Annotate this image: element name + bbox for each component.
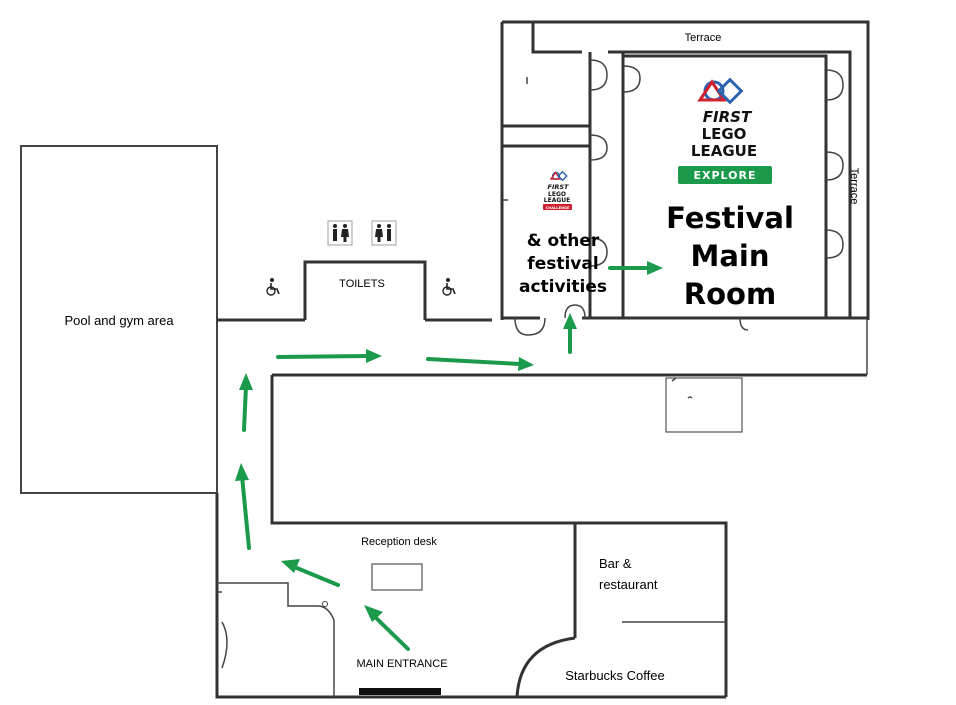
reception-label: Reception desk [361, 536, 437, 548]
explore-badge-label: EXPLORE [693, 169, 756, 182]
corridor-walls [215, 260, 868, 699]
first-lego-league-challenge-logo: FIRST LEGO LEAGUE CHALLENGE [543, 170, 572, 210]
male-toilet-icon [327, 220, 353, 246]
wheelchair-icon [266, 278, 280, 296]
arrow-icon [281, 559, 340, 587]
wheelchair-icon [442, 278, 456, 296]
starbucks-label: Starbucks Coffee [565, 668, 664, 683]
pool-gym-area[interactable] [20, 145, 218, 494]
bar-label-line2: restaurant [599, 577, 658, 592]
explore-logo-league: LEAGUE [691, 142, 757, 160]
challenge-badge [543, 204, 572, 210]
arrow-icon [276, 349, 382, 363]
first-logo-mark-icon [697, 77, 744, 105]
reception-desk [371, 563, 423, 591]
arrow-icon [239, 373, 253, 432]
pool-gym-label: Pool and gym area [64, 313, 174, 328]
challenge-logo-first: FIRST [548, 183, 570, 191]
main-entrance-label: MAIN ENTRANCE [356, 658, 447, 670]
arrow-icon [364, 605, 410, 651]
festival-main-room-line3: Room [684, 277, 776, 311]
terrace-side-label: Terrace [848, 168, 860, 205]
other-activities-line2: festival [527, 254, 598, 274]
lobby-side-room [217, 582, 335, 697]
main-entrance-doorway[interactable] [359, 688, 441, 695]
arrow-icon [608, 261, 663, 275]
first-lego-league-explore-logo: FIRST LEGO LEAGUE EXPLORE [678, 77, 772, 184]
challenge-logo-league: LEAGUE [544, 197, 570, 204]
bar-label-line1: Bar & [599, 556, 632, 571]
explore-logo-lego: LEGO [702, 125, 747, 143]
first-logo-mark-small-icon [549, 170, 568, 182]
explore-badge [678, 166, 772, 184]
arrow-icon [563, 313, 577, 354]
female-toilet-icon [371, 220, 397, 246]
small-room [665, 377, 743, 433]
arrow-icon [235, 463, 251, 550]
terrace-top-label: Terrace [685, 32, 722, 44]
other-activities-line1: & other [527, 231, 600, 251]
other-activities-line3: activities [519, 277, 607, 297]
explore-logo-first: FIRST [703, 108, 753, 126]
festival-main-room-line1: Festival [666, 201, 794, 235]
festival-main-room-line2: Main [690, 239, 769, 273]
challenge-logo-lego: LEGO [548, 191, 566, 198]
route-arrows [235, 261, 663, 651]
challenge-badge-label: CHALLENGE [546, 206, 570, 210]
arrow-icon [426, 357, 534, 371]
bar-restaurant-area [515, 523, 726, 698]
toilets-label: TOILETS [339, 278, 385, 290]
